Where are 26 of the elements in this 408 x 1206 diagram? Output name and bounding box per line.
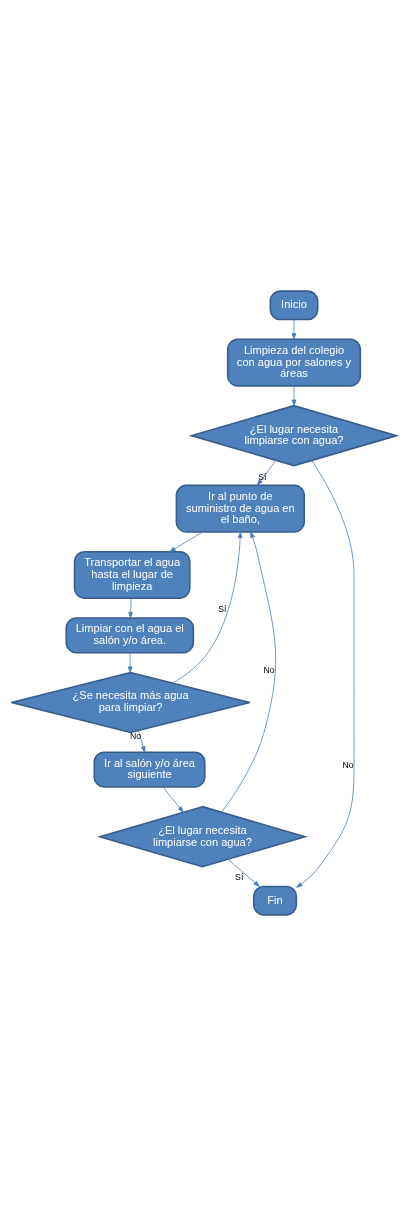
arrow	[169, 531, 203, 553]
arrow	[291, 385, 297, 406]
node-box: Limpiar con el agua el salón y/o área.	[65, 617, 195, 654]
arrow	[172, 531, 243, 684]
edge-label: No	[263, 664, 275, 675]
node-box: Inicio	[269, 290, 319, 321]
node-box: Ir al salón y/o área siguiente	[93, 751, 206, 788]
arrow	[162, 786, 184, 813]
arrow	[291, 319, 297, 340]
edge-label: Sí	[258, 471, 267, 482]
edge-label: Sí	[235, 871, 244, 882]
node-box: Transportar el agua hasta el lugar de limpieza	[73, 550, 191, 600]
arrow	[127, 652, 133, 673]
node-diamond: ¿Se necesita más agua para limpiar?	[10, 671, 251, 734]
node-box: Limpieza del colegio con agua por salones y áreas	[226, 338, 362, 387]
arrow	[128, 597, 133, 619]
edge-label: Sí	[218, 604, 227, 615]
arrow	[256, 460, 277, 486]
arrow	[138, 730, 146, 753]
arrow	[227, 858, 260, 887]
node-box: Fin	[252, 885, 298, 916]
node-diamond: ¿El lugar necesita limpiarse con agua?	[188, 404, 400, 467]
arrow	[296, 460, 355, 888]
node-box: Ir al punto de suministro de agua en el baño,	[175, 484, 306, 533]
edge-label: No	[342, 759, 354, 770]
arrow	[221, 531, 277, 813]
